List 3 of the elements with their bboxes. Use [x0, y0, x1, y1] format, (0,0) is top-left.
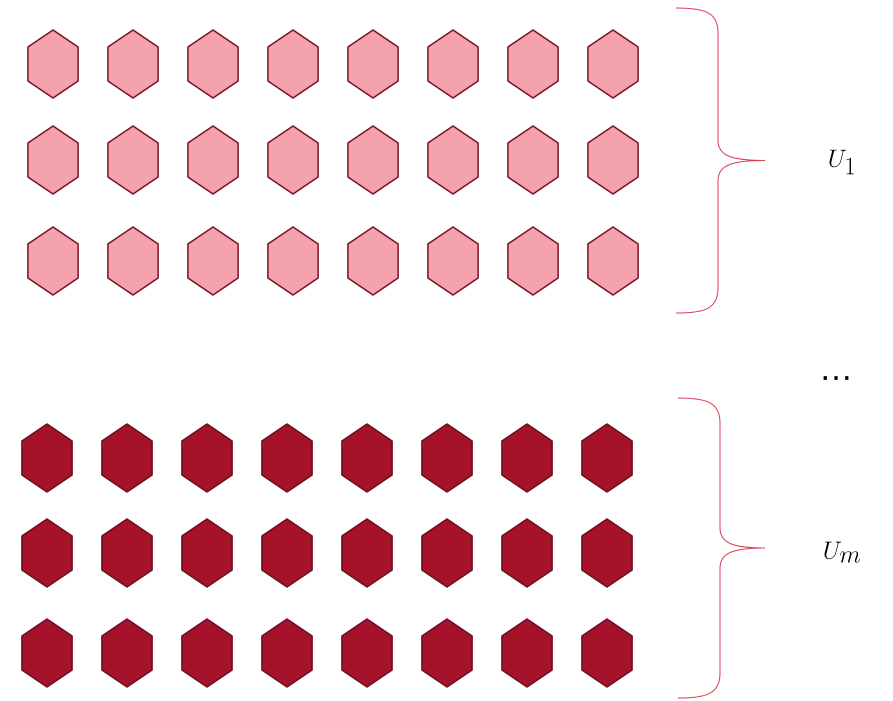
set-label: $U_m$ — [824, 542, 860, 563]
ellipsis: … — [824, 376, 848, 380]
set-label: $U_1$ — [829, 150, 854, 174]
